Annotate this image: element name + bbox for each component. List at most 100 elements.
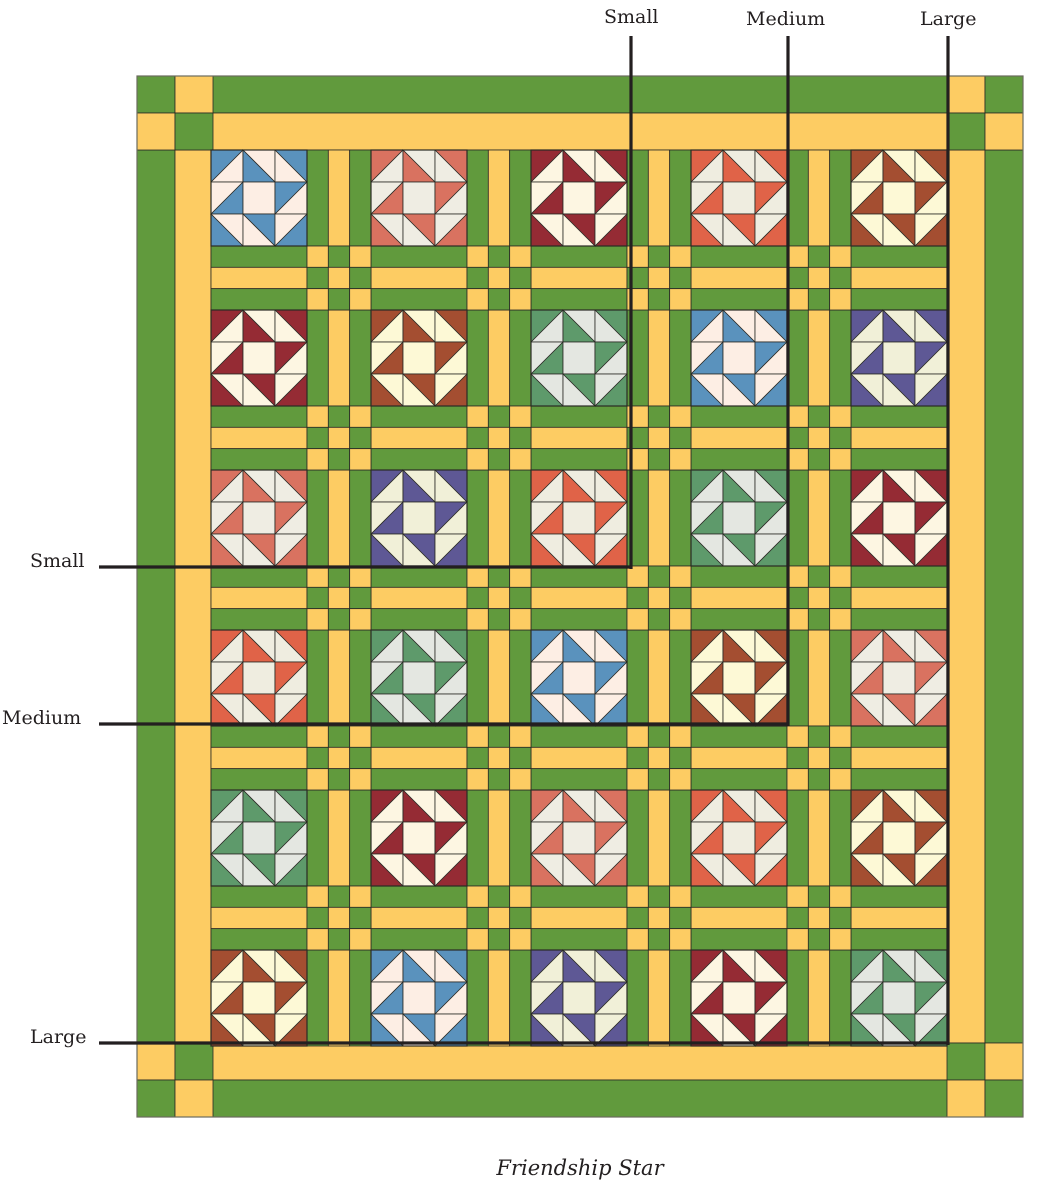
cornerstone-square — [327, 885, 351, 908]
sashing-horizontal — [690, 906, 788, 930]
cornerstone-square — [349, 768, 372, 791]
cornerstone-square — [626, 608, 649, 631]
cornerstone-square — [466, 586, 489, 610]
quilt-outline — [136, 75, 1024, 1118]
cornerstone-square — [807, 448, 831, 471]
cornerstone-square — [626, 885, 649, 908]
cornerstone-square — [327, 928, 351, 951]
sashing-horizontal — [690, 565, 788, 588]
block-outline — [370, 789, 468, 887]
cornerstone-square — [626, 586, 649, 610]
border-corner-square — [984, 1079, 1024, 1118]
block-outline — [530, 309, 628, 407]
cornerstone-square — [807, 746, 831, 770]
cornerstone-square — [487, 928, 511, 951]
cornerstone-square — [466, 906, 489, 930]
sashing-horizontal — [210, 266, 308, 290]
sashing-vertical — [306, 309, 329, 407]
cornerstone-square — [349, 288, 372, 311]
sashing-horizontal — [530, 266, 628, 290]
cornerstone-square — [669, 405, 692, 428]
cornerstone-square — [786, 885, 809, 908]
sashing-vertical — [327, 789, 351, 887]
cornerstone-square — [306, 768, 329, 791]
left-label-small: Small — [30, 550, 85, 572]
cornerstone-square — [669, 928, 692, 951]
sashing-horizontal — [370, 725, 468, 748]
sashing-vertical — [669, 149, 692, 247]
cornerstone-square — [349, 725, 372, 748]
sashing-horizontal — [530, 928, 628, 951]
border-corner-square — [946, 1079, 986, 1118]
sashing-horizontal — [850, 266, 948, 290]
cornerstone-square — [349, 245, 372, 268]
sashing-horizontal — [210, 768, 308, 791]
sashing-horizontal — [690, 586, 788, 610]
cornerstone-square — [327, 245, 351, 268]
cornerstone-square — [669, 885, 692, 908]
sashing-horizontal — [850, 885, 948, 908]
cornerstone-square — [509, 565, 532, 588]
sashing-horizontal — [530, 405, 628, 428]
cornerstone-square — [807, 565, 831, 588]
sashing-horizontal — [530, 725, 628, 748]
cornerstone-square — [306, 448, 329, 471]
cornerstone-square — [306, 928, 329, 951]
cornerstone-square — [647, 608, 671, 631]
cornerstone-square — [509, 266, 532, 290]
cornerstone-square — [306, 885, 329, 908]
sashing-vertical — [306, 789, 329, 887]
sashing-horizontal — [850, 608, 948, 631]
sashing-vertical — [669, 629, 692, 727]
sashing-horizontal — [850, 725, 948, 748]
sashing-vertical — [647, 629, 671, 727]
sashing-horizontal — [370, 768, 468, 791]
sashing-horizontal — [850, 405, 948, 428]
cornerstone-square — [487, 725, 511, 748]
cornerstone-square — [466, 426, 489, 450]
sashing-vertical — [487, 469, 511, 567]
cornerstone-square — [786, 906, 809, 930]
sashing-horizontal — [530, 746, 628, 770]
sashing-horizontal — [210, 725, 308, 748]
block-outline — [210, 629, 308, 727]
sashing-horizontal — [210, 565, 308, 588]
cornerstone-square — [829, 885, 852, 908]
sashing-vertical — [327, 469, 351, 567]
cornerstone-square — [786, 245, 809, 268]
sashing-horizontal — [850, 746, 948, 770]
cornerstone-square — [669, 725, 692, 748]
sashing-horizontal — [850, 245, 948, 268]
border-left-inner — [174, 149, 212, 1044]
sashing-horizontal — [690, 885, 788, 908]
border-corner-square — [174, 75, 214, 114]
sashing-horizontal — [210, 288, 308, 311]
cornerstone-square — [829, 928, 852, 951]
sashing-vertical — [509, 629, 532, 727]
cornerstone-square — [487, 426, 511, 450]
sashing-horizontal — [850, 448, 948, 471]
diagram-caption: Friendship Star — [496, 1156, 664, 1180]
cornerstone-square — [509, 928, 532, 951]
cornerstone-square — [466, 608, 489, 631]
cornerstone-square — [306, 426, 329, 450]
cornerstone-square — [626, 725, 649, 748]
cornerstone-square — [807, 885, 831, 908]
sashing-horizontal — [530, 885, 628, 908]
left-label-large: Large — [30, 1026, 87, 1048]
cornerstone-square — [306, 906, 329, 930]
cornerstone-square — [669, 426, 692, 450]
border-right-outer — [984, 149, 1024, 1044]
block-outline — [530, 789, 628, 887]
sashing-horizontal — [530, 768, 628, 791]
cornerstone-square — [786, 746, 809, 770]
sashing-vertical — [829, 789, 852, 887]
cornerstone-square — [349, 608, 372, 631]
cornerstone-square — [669, 768, 692, 791]
cornerstone-square — [786, 586, 809, 610]
sashing-horizontal — [370, 266, 468, 290]
border-corner-square — [984, 75, 1024, 114]
cornerstone-square — [829, 586, 852, 610]
sashing-vertical — [487, 629, 511, 727]
border-bottom-inner — [136, 1042, 1024, 1081]
